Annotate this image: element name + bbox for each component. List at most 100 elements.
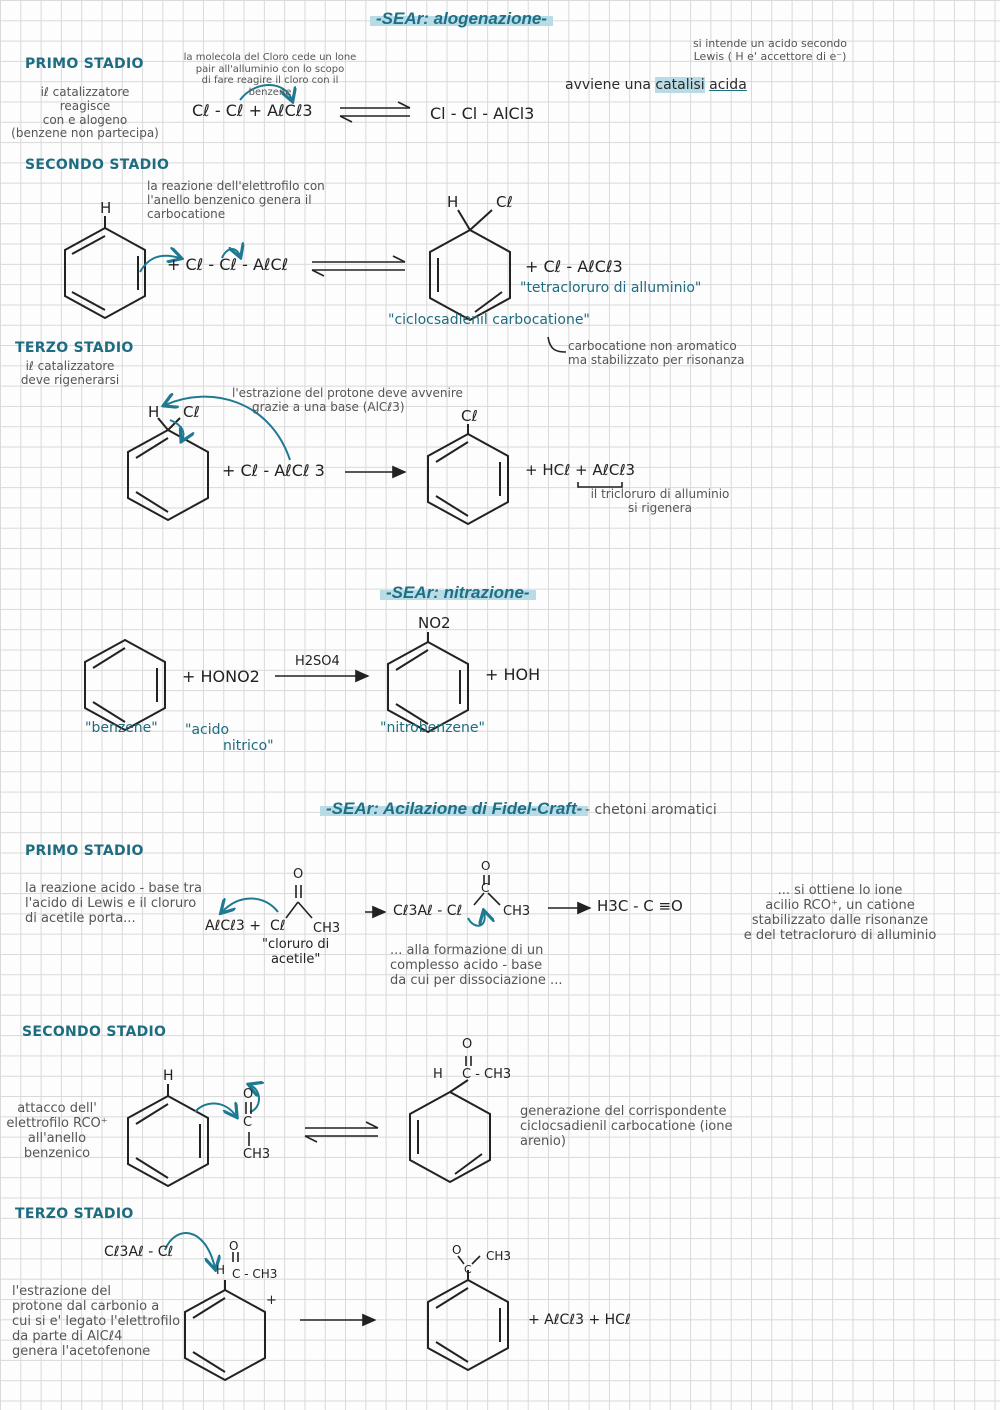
base-label: Cℓ3Aℓ - Cℓ xyxy=(104,1244,174,1260)
arenium-ring xyxy=(184,1280,266,1382)
complex-ch3: CH3 xyxy=(503,904,531,919)
equilibrium-arrow xyxy=(304,1121,379,1143)
ch3-label: CH3 xyxy=(486,1249,512,1263)
o-label: O xyxy=(229,1239,239,1253)
stage3-reagent: + Cℓ - AℓCℓ 3 xyxy=(222,461,325,480)
complex-o: O xyxy=(481,859,491,873)
plus-charge: + xyxy=(266,1293,277,1308)
carbocation-ring xyxy=(429,209,511,322)
stage-label-2: SECONDO STADIO xyxy=(22,1024,167,1040)
h-label: H xyxy=(148,403,160,421)
no2-label: NO2 xyxy=(418,614,451,632)
arenium-ring xyxy=(409,1079,491,1184)
section-title-acylation: -SEAr: Acilazione di Fidel-Craft- xyxy=(320,799,589,819)
section-title-halogenation: -SEAr: alogenazione- xyxy=(370,9,553,29)
benzene-ring xyxy=(64,216,146,320)
equilibrium-arrow xyxy=(311,255,406,277)
acyl-products: + AℓCℓ3 + HCℓ xyxy=(528,1312,631,1328)
nitrobenzene-label: "nitrobenzene" xyxy=(380,720,485,736)
h-label: H xyxy=(433,1067,443,1082)
nitrobenzene-ring xyxy=(387,632,469,734)
section-title-nitration: -SEAr: nitrazione- xyxy=(380,583,536,603)
acylium-bonds xyxy=(245,1102,252,1146)
acyl-cl: Cℓ xyxy=(270,918,286,934)
nitric-acid: + HONO2 xyxy=(182,667,260,686)
ch3-label: CH3 xyxy=(243,1147,271,1162)
curved-arrow xyxy=(467,912,485,927)
curved-arrow xyxy=(169,419,184,440)
bracket xyxy=(577,482,623,488)
equilibrium-arrow xyxy=(339,101,411,123)
stage-label-1: PRIMO STADIO xyxy=(25,56,144,72)
curved-arrow xyxy=(222,897,279,912)
acyl-bonds xyxy=(285,885,313,919)
acyl-chain: C - CH3 xyxy=(462,1067,512,1082)
acyl-o: O xyxy=(293,867,304,882)
underline-bracket xyxy=(547,336,567,353)
h-label: H xyxy=(100,199,112,217)
curved-arrow xyxy=(165,397,291,461)
stage-label-3: TERZO STADIO xyxy=(15,1206,134,1222)
catalyst-label: H2SO4 xyxy=(295,654,340,669)
complex: Cℓ3Aℓ - Cℓ xyxy=(393,903,463,919)
benzene-ring xyxy=(84,638,166,732)
arenium-ring xyxy=(127,417,209,522)
product-name: "tetracloruro di alluminio" xyxy=(520,280,702,296)
curved-arrow xyxy=(194,1103,236,1116)
alcl3: AℓCℓ3 + xyxy=(205,918,262,934)
catalysis-text: avviene una catalisi acida xyxy=(565,77,747,93)
acylation-subtitle: - chetoni aromatici xyxy=(585,802,717,818)
o-label: O xyxy=(452,1243,462,1257)
stage1-reactants: Cℓ - Cℓ + AℓCℓ3 xyxy=(192,101,313,120)
h-label: H xyxy=(163,1068,174,1084)
h-label: H xyxy=(216,1263,226,1277)
acylium: H3C - C ≡O xyxy=(597,897,683,915)
h-label: H xyxy=(447,193,459,211)
benzene-label: "benzene" xyxy=(85,720,158,736)
stage1-product: Cl - Cl - AlCl3 xyxy=(430,104,535,123)
byproduct: + HOH xyxy=(485,665,541,684)
carbonyl-bonds xyxy=(232,1252,239,1262)
c-label: C xyxy=(243,1115,253,1130)
curved-arrow xyxy=(250,1085,259,1113)
cl-label: Cℓ xyxy=(461,407,478,425)
stage-label-2: SECONDO STADIO xyxy=(25,157,170,173)
curved-arrow xyxy=(239,84,292,100)
cl-label: Cℓ xyxy=(183,403,200,421)
cation-name: "ciclocsadienil carbocatione" xyxy=(388,312,590,328)
curved-arrow xyxy=(221,249,240,258)
stage3-products: + HCℓ + AℓCℓ3 xyxy=(525,461,636,479)
carbonyl-bonds xyxy=(465,1056,472,1066)
acyl-chain: C - CH3 xyxy=(232,1267,278,1281)
stage2-reagent: + Cℓ - Cℓ - AℓCℓ xyxy=(167,255,289,274)
benzene-ring xyxy=(127,1084,209,1188)
stage-label-3: TERZO STADIO xyxy=(15,340,134,356)
cl-label: Cℓ xyxy=(496,193,513,211)
acyl-stage2-note: attacco dell'elettrofilo RCO⁺ all'anello… xyxy=(6,1101,108,1161)
o-label: O xyxy=(243,1087,254,1102)
complex-c: C xyxy=(481,881,490,895)
chlorobenzene-ring xyxy=(427,424,509,526)
carbonyl-bonds xyxy=(457,1255,481,1265)
o-label: O xyxy=(462,1037,473,1052)
curved-arrow xyxy=(139,256,180,273)
stage2-product: + Cℓ - AℓCℓ3 xyxy=(525,257,623,276)
complex-bonds xyxy=(473,875,501,906)
c-label: C xyxy=(464,1263,472,1276)
